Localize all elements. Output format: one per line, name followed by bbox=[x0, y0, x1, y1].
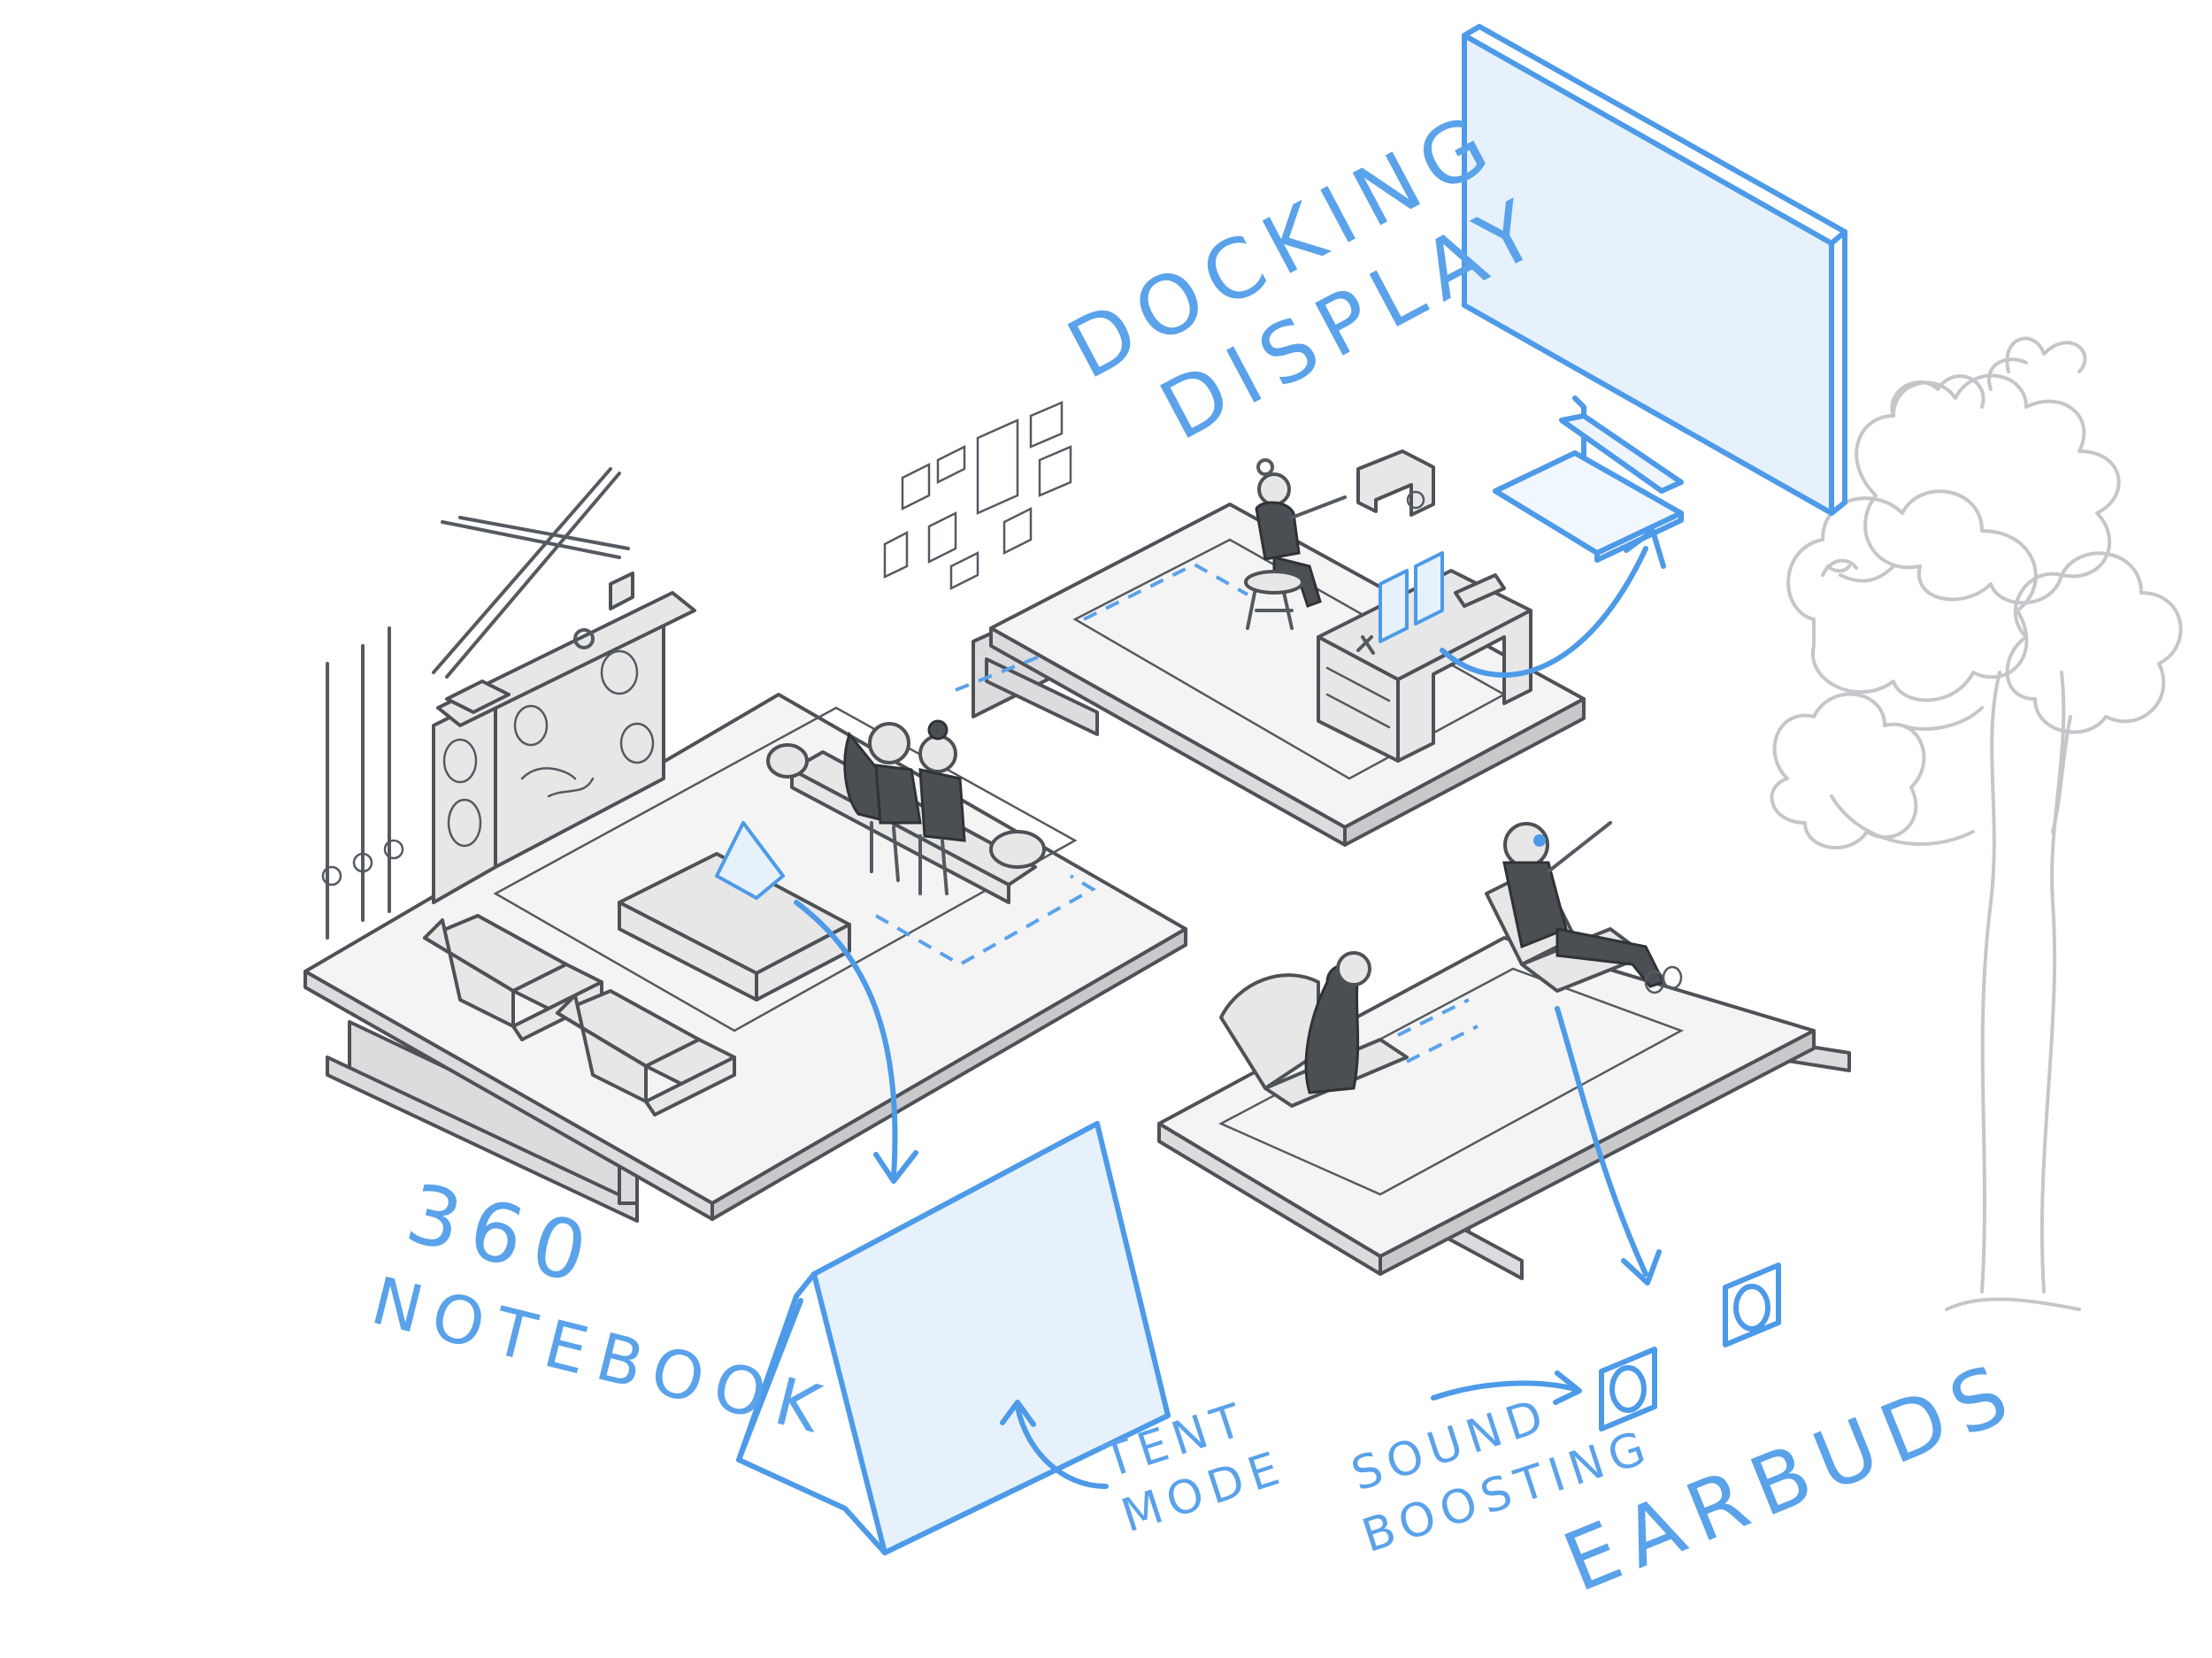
notebook-tent-mode bbox=[736, 1121, 1171, 1555]
notebook-arrow bbox=[794, 900, 898, 1179]
label-notebook: NOTEBOOK bbox=[365, 1263, 840, 1450]
earbuds-case bbox=[1431, 1263, 1781, 1432]
notebook-on-ottoman bbox=[715, 821, 785, 900]
sound-boosting-arrow bbox=[1431, 1380, 1578, 1401]
living-room-platform bbox=[303, 467, 1187, 1223]
wall-picture-frames bbox=[883, 401, 1072, 591]
crossed-skis bbox=[432, 467, 630, 679]
fishing-rods bbox=[321, 626, 404, 940]
docking-display bbox=[1462, 24, 1847, 563]
person-lounge-chair bbox=[1485, 821, 1683, 994]
tent-mode-arrow bbox=[1015, 1404, 1109, 1489]
chair-with-dog bbox=[1219, 951, 1409, 1108]
sewing-machine bbox=[1356, 449, 1435, 517]
office-platform bbox=[883, 401, 1666, 847]
armchair-right bbox=[556, 989, 736, 1117]
person-sewing bbox=[1244, 458, 1347, 630]
desk bbox=[1317, 551, 1532, 763]
ottoman bbox=[618, 852, 851, 1002]
docking-arrow bbox=[1440, 546, 1648, 678]
family-on-sofa bbox=[843, 719, 966, 895]
earbuds-arrow bbox=[1555, 1006, 1648, 1277]
docking-display-label: DOCKING DISPLAY bbox=[1053, 93, 1561, 459]
tree-illustration bbox=[1770, 336, 2183, 1311]
deck-platform bbox=[1157, 821, 1851, 1286]
